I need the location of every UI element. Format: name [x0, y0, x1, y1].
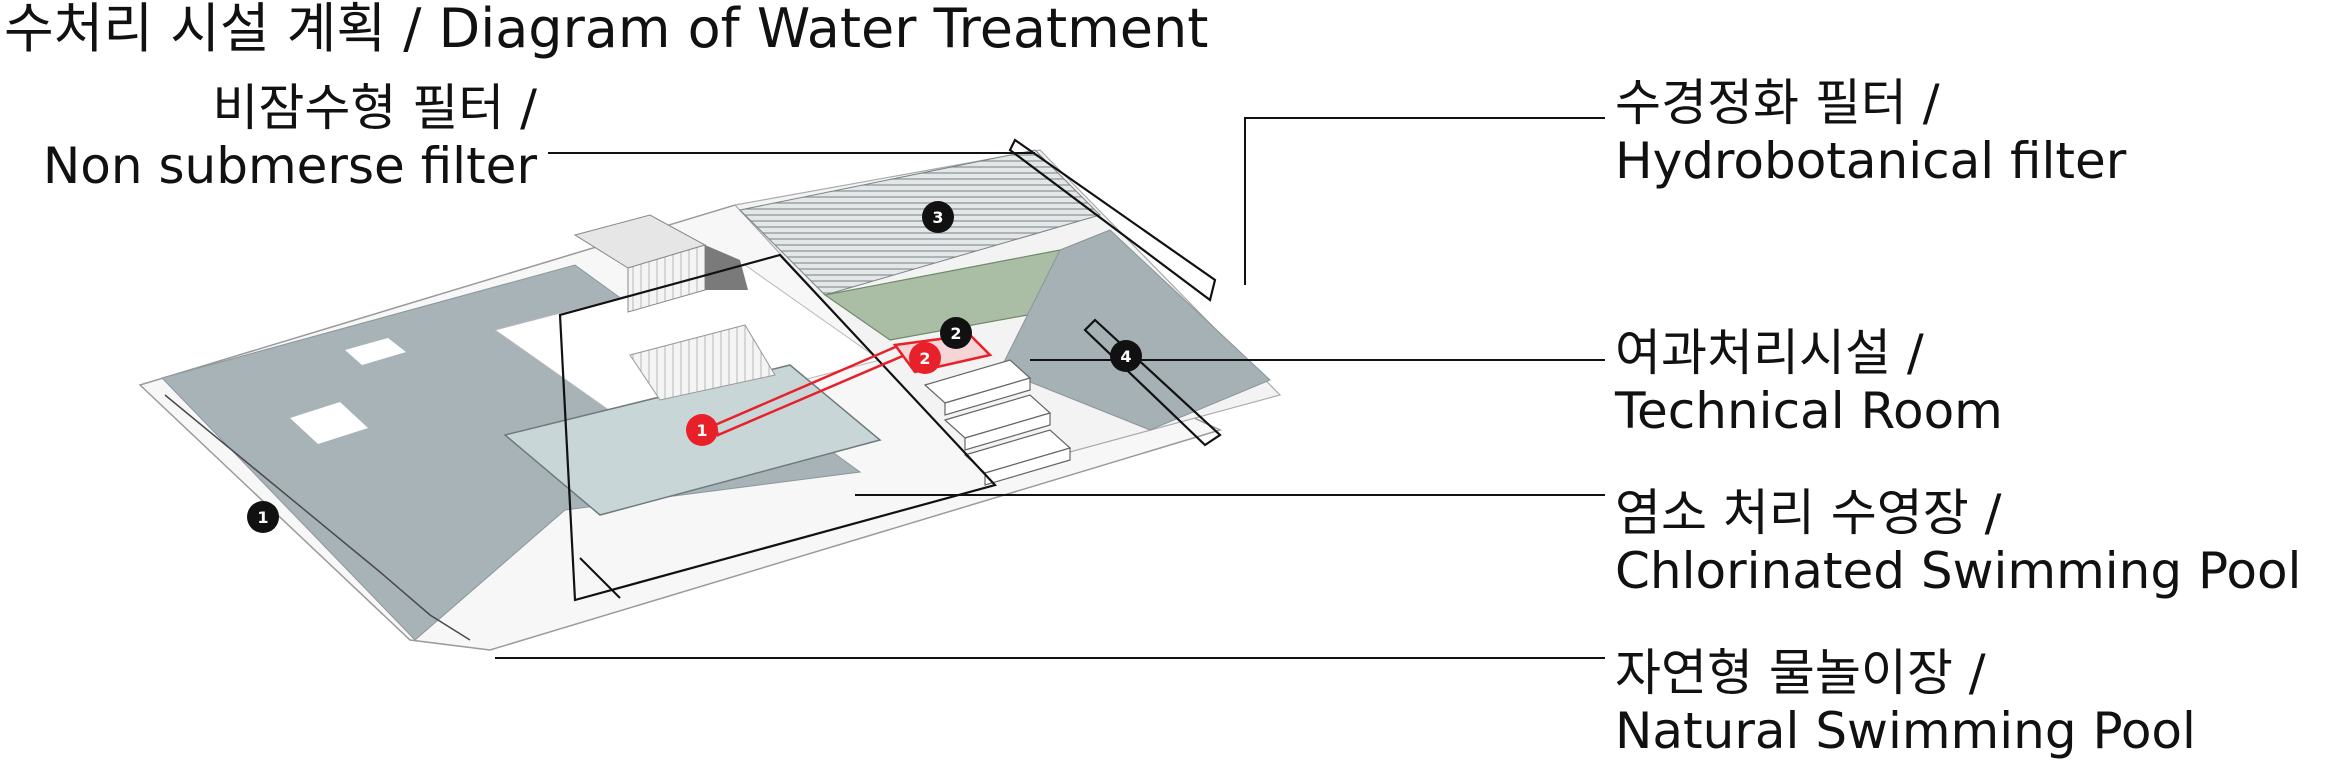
label-ko: 여과처리시설 /: [1615, 324, 1924, 382]
label-chlorinated-pool: 염소 처리 수영장 / Chlorinated Swimming Pool: [1615, 484, 2302, 600]
label-hydrobotanical-filter: 수경정화 필터 / Hydrobotanical filter: [1615, 74, 2127, 190]
chlorinated-zone-outline: [558, 253, 998, 602]
label-en: Natural Swimming Pool: [1615, 701, 2196, 760]
svg-text:4: 4: [1120, 347, 1131, 366]
svg-text:1: 1: [257, 508, 268, 527]
diagram-title: 수처리 시설 계획 / Diagram of Water Treatment: [4, 0, 1209, 60]
hydrobotanical-filter-bed: [738, 149, 1101, 296]
svg-text:1: 1: [696, 421, 707, 440]
label-en: Chlorinated Swimming Pool: [1615, 541, 2302, 600]
natural-pool-opening: [290, 402, 368, 444]
svg-text:2: 2: [919, 349, 930, 368]
marker-2-red: 2: [909, 342, 941, 374]
label-ko: 수경정화 필터 /: [1615, 74, 1940, 132]
label-ko: 자연형 물놀이장 /: [1615, 644, 1986, 702]
leader-lines: [495, 117, 1605, 659]
label-ko: 비잠수형 필터 /: [212, 79, 537, 137]
label-en: Hydrobotanical filter: [1615, 131, 2127, 190]
marker-2-black: 2: [940, 317, 972, 349]
marker-4-black: 4: [1110, 340, 1142, 372]
label-non-submerse-filter: 비잠수형 필터 / Non submerse filter: [42, 79, 537, 195]
vent-grille: [629, 324, 776, 401]
marker-1-red: 1: [686, 414, 718, 446]
marker-3-black: 3: [922, 201, 954, 233]
label-en: Technical Room: [1615, 381, 2003, 440]
filter-building-shadow: [705, 245, 748, 290]
technical-zone-surface: [999, 229, 1271, 431]
technical-units: [923, 359, 1072, 486]
label-technical-room: 여과처리시설 / Technical Room: [1615, 324, 2003, 440]
pool-edge: [164, 394, 471, 641]
svg-text:3: 3: [932, 208, 943, 227]
label-ko: 염소 처리 수영장 /: [1615, 484, 2002, 542]
hydro-zone-outline: [1008, 138, 1217, 302]
marker-1-black: 1: [247, 501, 279, 533]
label-natural-pool: 자연형 물놀이장 / Natural Swimming Pool: [1615, 644, 2196, 760]
svg-text:2: 2: [950, 324, 961, 343]
label-en: Non submerse filter: [42, 136, 537, 195]
natural-pool-opening: [345, 338, 406, 365]
technical-zone-outline: [1083, 318, 1222, 447]
